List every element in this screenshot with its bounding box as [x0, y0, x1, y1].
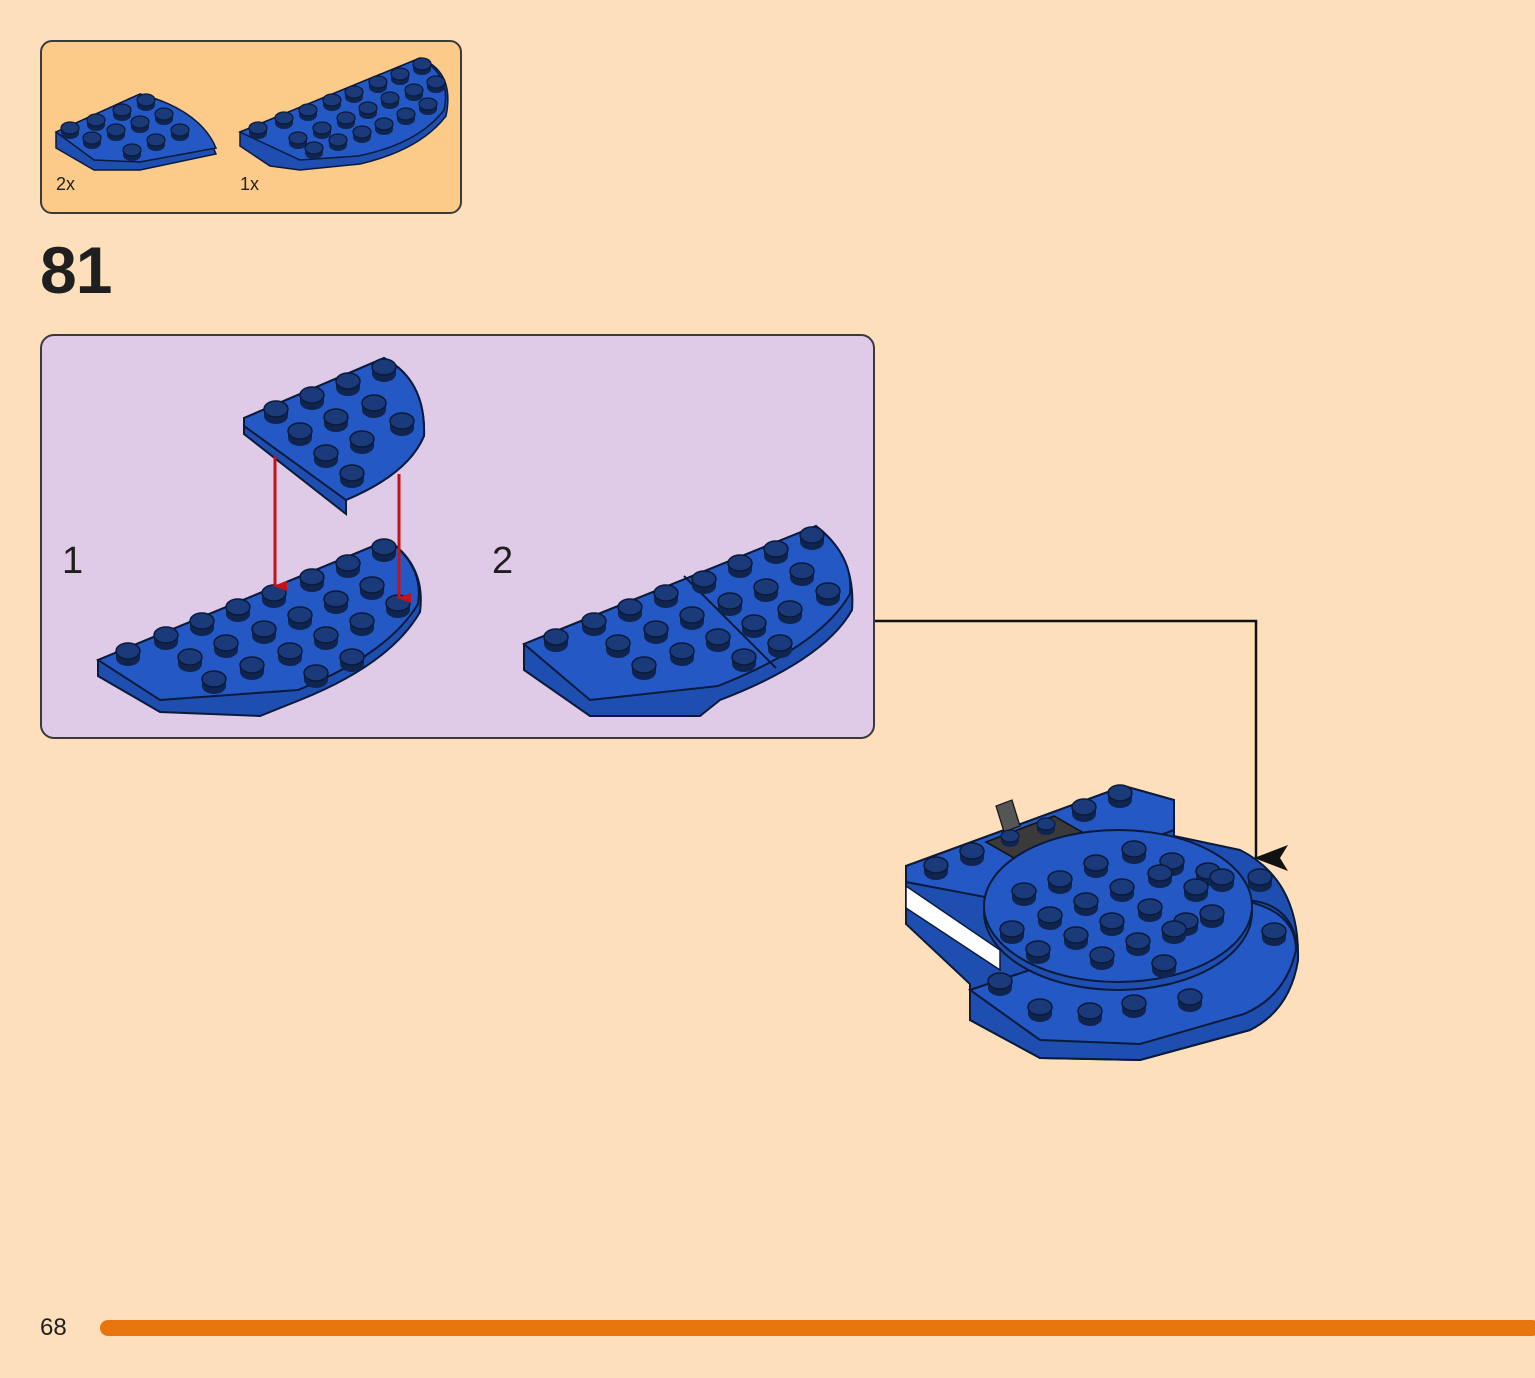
- part-count-quarter-plate: 2x: [56, 174, 76, 194]
- quarter-plate-part-icon: [54, 93, 218, 171]
- connector-arrow: [875, 619, 1288, 871]
- substep-number-1: 1: [62, 540, 84, 582]
- substep-number-2: 2: [492, 540, 514, 582]
- main-model: [905, 784, 1300, 1062]
- substep1-half-plate: [95, 538, 422, 718]
- page-number: 68: [40, 1314, 67, 1341]
- part-count-half-plate: 1x: [240, 174, 260, 194]
- step-number: 81: [40, 233, 112, 307]
- half-plate-part-icon: [238, 57, 449, 171]
- substep1-quarter-plate: [243, 356, 426, 517]
- page-progress-bar: [100, 1320, 1535, 1336]
- substep2-combined-plate: [522, 524, 854, 717]
